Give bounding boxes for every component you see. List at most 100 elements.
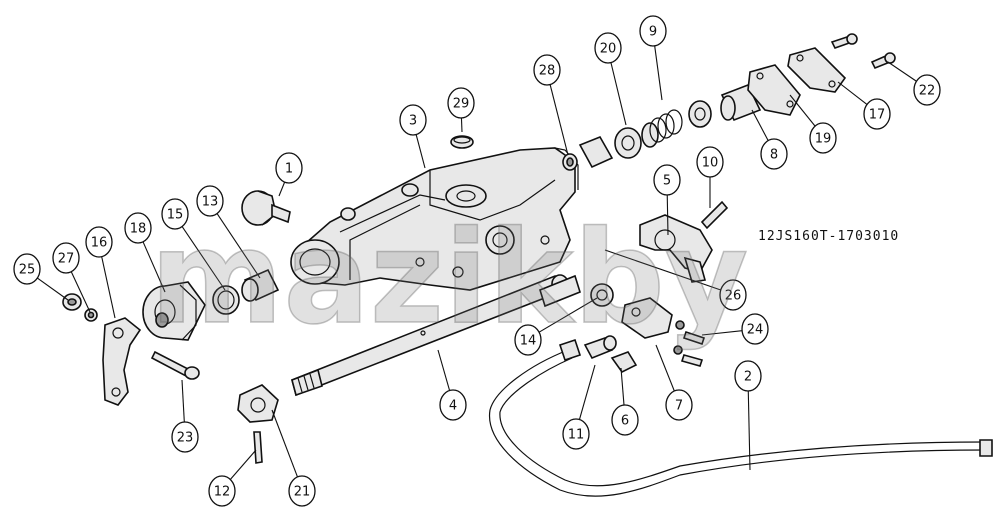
callout-number: 28	[539, 64, 556, 79]
callout-number: 17	[869, 108, 886, 123]
callout-20: 20	[594, 32, 622, 64]
bolt-23	[150, 350, 200, 380]
leader-line-17	[837, 81, 868, 105]
callout-balloon	[653, 164, 681, 196]
callout-number: 24	[747, 323, 764, 338]
callout-3: 3	[399, 104, 427, 136]
callout-number: 9	[649, 25, 657, 40]
callout-number: 3	[409, 114, 417, 129]
bolts-24	[673, 320, 706, 367]
callout-number: 20	[600, 42, 617, 57]
callout-25: 25	[13, 253, 41, 285]
leader-line-1	[278, 181, 286, 197]
callout-12: 12	[208, 475, 236, 507]
pitman-arm-16	[102, 317, 142, 406]
leader-line-18	[142, 241, 166, 293]
leader-line-25	[37, 277, 69, 301]
callout-8: 8	[760, 138, 788, 170]
callout-29: 29	[447, 87, 475, 119]
callout-balloon	[208, 475, 236, 507]
callout-balloon	[734, 360, 762, 392]
callout-balloon	[124, 212, 152, 244]
washer-27	[84, 308, 98, 322]
leader-line-9	[654, 45, 663, 101]
callout-number: 13	[202, 195, 219, 210]
callout-19: 19	[809, 122, 837, 154]
seal-ring-28	[562, 153, 578, 171]
callout-balloon	[562, 418, 590, 450]
lock-plate-21	[237, 384, 279, 423]
callout-balloon	[13, 253, 41, 285]
bolt-22	[830, 33, 896, 70]
callout-11: 11	[562, 418, 590, 450]
seal-ring-29	[450, 135, 474, 149]
callout-balloon	[288, 475, 316, 507]
drawing-code: 12JS160T-1703010	[758, 229, 899, 244]
callout-balloon	[719, 279, 747, 311]
gasket-19	[747, 64, 801, 116]
callout-16: 16	[85, 226, 113, 258]
valve-body-5	[639, 214, 713, 283]
callout-balloon	[639, 15, 667, 47]
callout-number: 12	[214, 485, 231, 500]
callout-balloon	[275, 152, 303, 184]
callout-6: 6	[611, 404, 639, 436]
leader-line-3	[415, 134, 426, 169]
callout-24: 24	[741, 313, 769, 345]
leader-line-13	[216, 213, 261, 279]
cover-17	[787, 47, 847, 93]
callout-number: 14	[520, 334, 537, 349]
callout-balloon	[741, 313, 769, 345]
callout-number: 18	[130, 222, 147, 237]
callout-number: 26	[725, 289, 742, 304]
callout-number: 22	[919, 84, 936, 99]
callout-balloon	[696, 146, 724, 178]
callout-balloon	[514, 324, 542, 356]
callout-15: 15	[161, 198, 189, 230]
watermark: mazikby	[150, 204, 748, 353]
nut-25	[62, 293, 82, 311]
gear-housing	[290, 147, 579, 291]
callout-number: 15	[167, 208, 184, 223]
leader-line-6	[620, 367, 625, 406]
leader-lines	[37, 45, 917, 480]
leader-line-19	[789, 94, 816, 127]
leader-line-4	[437, 349, 451, 391]
hose-2	[488, 338, 993, 497]
callout-number: 7	[675, 399, 683, 414]
callout-balloon	[913, 74, 941, 106]
callout-5: 5	[653, 164, 681, 196]
callout-balloon	[161, 198, 189, 230]
callout-number: 5	[663, 174, 671, 189]
callout-number: 29	[453, 97, 470, 112]
callout-17: 17	[863, 98, 891, 130]
callout-21: 21	[288, 475, 316, 507]
leader-line-7	[655, 344, 675, 392]
leader-line-11	[578, 364, 596, 420]
callout-number: 6	[621, 414, 629, 429]
callout-27: 27	[52, 242, 80, 274]
callout-balloon	[863, 98, 891, 130]
leader-line-20	[610, 62, 627, 126]
sector-shaft	[291, 274, 581, 397]
callout-number: 8	[770, 148, 778, 163]
bushing-20	[578, 127, 642, 169]
callout-balloon	[611, 404, 639, 436]
leader-line-28	[549, 84, 569, 156]
leader-line-14	[538, 297, 598, 333]
leader-line-26	[604, 249, 721, 291]
callout-number: 21	[294, 485, 311, 500]
bushing-13	[241, 268, 280, 302]
callout-2: 2	[734, 360, 762, 392]
seal-15	[212, 285, 240, 315]
callout-balloon	[760, 138, 788, 170]
fitting-11	[583, 335, 617, 360]
callout-number: 1	[285, 162, 293, 177]
callout-balloon	[809, 122, 837, 154]
callout-balloon	[171, 421, 199, 453]
leader-line-24	[701, 330, 743, 336]
callout-1: 1	[275, 152, 303, 184]
leader-line-16	[101, 256, 116, 319]
callout-14: 14	[514, 324, 542, 356]
